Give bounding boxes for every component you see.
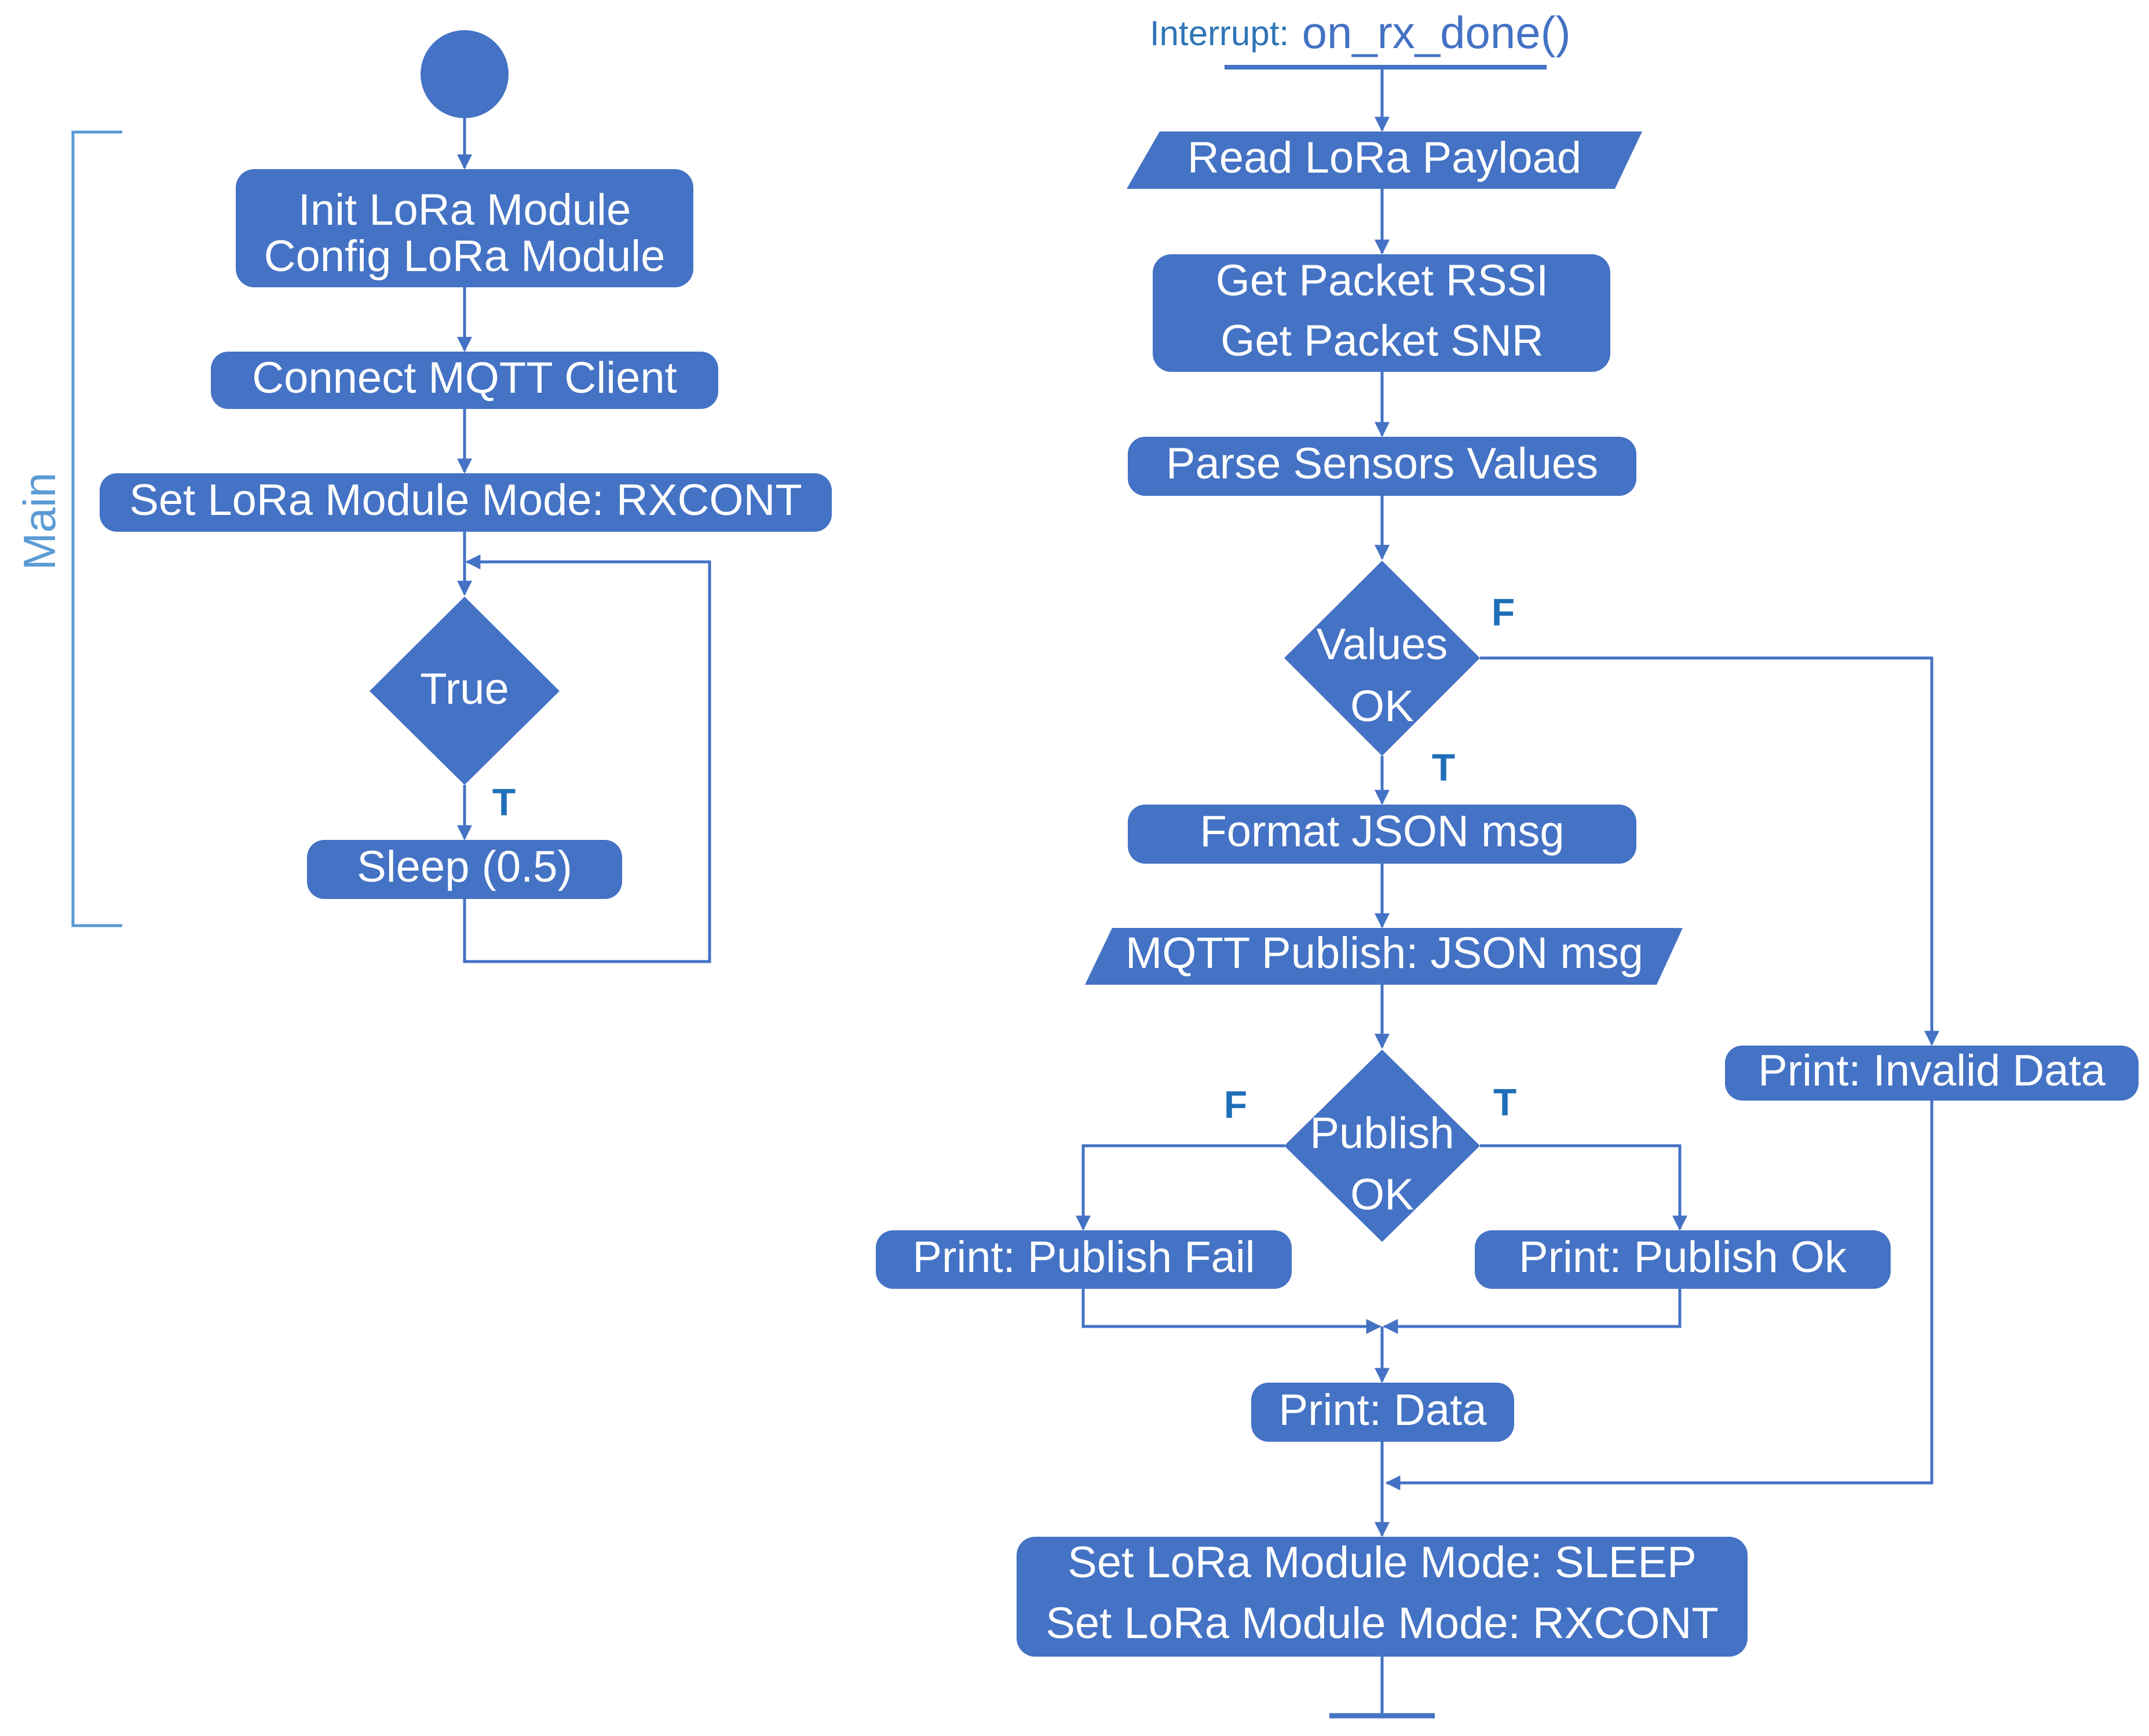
connector-values-invalid [1480,656,1939,1046]
init-line-1: Init LoRa Module [298,185,631,235]
publish-ok-box: Print: Publish Ok [1475,1230,1891,1289]
final-mode-box: Set LoRa Module Mode: SLEEP Set LoRa Mod… [1017,1537,1748,1657]
packet-info-box: Get Packet RSSI Get Packet SNR [1153,254,1610,372]
sleep-label: Sleep (0.5) [357,842,572,891]
rssi-label: Get Packet RSSI [1216,256,1548,305]
loop-decision: True [370,597,560,785]
final-line-2: Set LoRa Module Mode: RXCONT [1046,1599,1719,1648]
main-label: Main [14,472,65,570]
interrupt-function: on_rx_done() [1302,7,1571,58]
publish-true-label: T [1493,1080,1516,1123]
publish-fail-box: Print: Publish Fail [876,1230,1292,1289]
parse-values-box: Parse Sensors Values [1128,437,1636,496]
invalid-data-box: Print: Invalid Data [1725,1046,2139,1101]
loop-true-label: T [492,780,516,823]
values-line-1: Values [1317,620,1448,669]
interrupt-flow: Interrupt: on_rx_done() Read LoRa Payloa… [876,7,2139,1719]
connector-ok-merge [1383,1289,1682,1334]
values-line-2: OK [1350,682,1414,731]
mqtt-publish-box: MQTT Publish: JSON msg [1085,928,1683,985]
publish-ok-label: Print: Publish Ok [1519,1233,1847,1282]
values-false-label: F [1492,590,1515,633]
connector-fail-merge [1081,1289,1382,1334]
read-payload-label: Read LoRa Payload [1187,133,1581,182]
publish-false-label: F [1224,1083,1247,1125]
publish-decision: Publish OK [1284,1050,1480,1242]
parse-label: Parse Sensors Values [1166,439,1598,488]
set-mode-box: Set LoRa Module Mode: RXCONT [100,473,832,532]
invalid-data-label: Print: Invalid Data [1758,1046,2106,1095]
format-json-label: Format JSON msg [1200,807,1564,856]
main-bracket [71,130,122,927]
connector-sleep-loopback [463,554,711,963]
print-data-label: Print: Data [1278,1386,1487,1435]
loop-decision-label: True [420,664,509,714]
interrupt-header: Interrupt: on_rx_done() [1150,7,1571,58]
start-node [421,30,509,118]
connect-label: Connect MQTT Client [252,353,677,403]
read-payload-box: Read LoRa Payload [1127,131,1642,189]
set-mode-label: Set LoRa Module Mode: RXCONT [129,476,802,525]
connector-decision-fail [1076,1144,1285,1231]
main-flow: Main Init LoRa Module Config LoRa Module… [14,30,832,963]
publish-fail-label: Print: Publish Fail [912,1233,1255,1282]
interrupt-label: Interrupt: [1150,14,1289,53]
publish-line-1: Publish [1310,1109,1454,1158]
values-true-label: T [1432,745,1455,788]
format-json-box: Format JSON msg [1128,805,1636,864]
connect-mqtt-box: Connect MQTT Client [211,352,718,409]
sleep-box: Sleep (0.5) [307,840,622,899]
init-line-2: Config LoRa Module [264,232,666,281]
connector-decision-ok [1480,1144,1687,1231]
print-data-box: Print: Data [1251,1383,1514,1442]
final-line-1: Set LoRa Module Mode: SLEEP [1068,1538,1697,1587]
init-config-box: Init LoRa Module Config LoRa Module [236,169,693,287]
values-decision: Values OK [1284,561,1480,756]
publish-line-2: OK [1350,1170,1414,1219]
connector-invalid-final [1385,1101,1934,1490]
snr-label: Get Packet SNR [1220,316,1544,366]
mqtt-publish-label: MQTT Publish: JSON msg [1125,929,1643,978]
